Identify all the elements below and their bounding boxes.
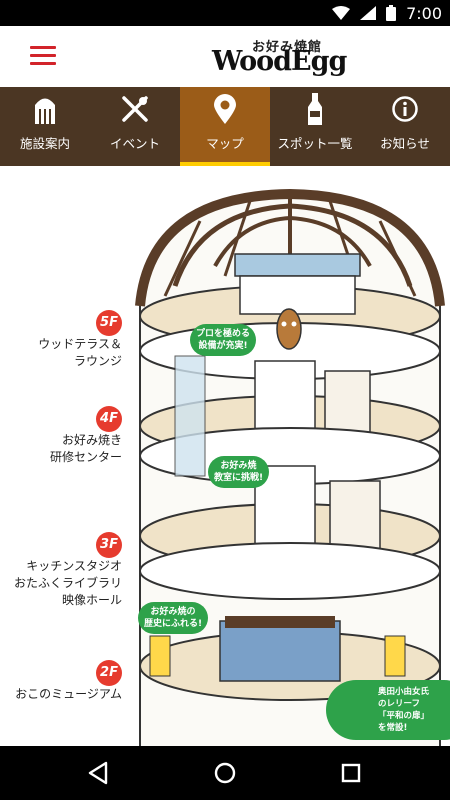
bubble-line: お好み焼 [220, 461, 257, 471]
floor-label-line: キッチンスタジオ [26, 559, 122, 573]
tab-icon-wrap [90, 93, 180, 125]
app-bar: お好み焼館 WoodEgg [0, 26, 450, 87]
back-icon[interactable] [84, 759, 112, 787]
menu-icon-bar [30, 62, 56, 65]
bubble-line: 奥田小由女氏 [378, 687, 430, 697]
tab-icon-wrap [270, 93, 360, 125]
tab-label: スポット一覧 [277, 136, 353, 151]
status-time: 7:00 [406, 3, 442, 23]
speech-bubble: 奥田小由女氏 のレリーフ 「平和の扉」 を常設! [326, 680, 450, 740]
tab-map[interactable]: マップ [180, 87, 270, 166]
bubble-line: 歴史にふれる! [144, 619, 203, 629]
wifi-icon [332, 6, 351, 20]
status-icons: 7:00 [332, 0, 442, 26]
tab-news[interactable]: お知らせ [360, 87, 450, 166]
building-icon [35, 98, 55, 124]
menu-icon-bar [30, 54, 56, 57]
floor-label-line: 映像ホール [61, 593, 122, 607]
home-icon[interactable] [211, 759, 239, 787]
bubble-line: 設備が充実! [198, 341, 248, 351]
floor-label-5f[interactable]: 5F ウッドテラス＆ ラウンジ [10, 310, 122, 370]
floor-label-line: 研修センター [49, 450, 122, 464]
menu-icon [30, 46, 56, 49]
floor-label-line: おこのミュージアム [15, 687, 122, 701]
signal-icon [360, 6, 377, 20]
bubble-line: を常設! [378, 723, 408, 733]
tab-bar: 施設案内 イベント マップ スポット一覧 [0, 87, 450, 166]
tab-event[interactable]: イベント [90, 87, 180, 166]
map-content: 5F ウッドテラス＆ ラウンジ 4F お好み焼き 研修センター 3F キッチンス… [0, 166, 450, 746]
bubble-line: 「平和の扉」 [378, 711, 430, 721]
floor-badge: 2F [96, 660, 122, 686]
info-icon [392, 96, 418, 122]
bottle-icon [308, 93, 322, 125]
status-bar: 7:00 [0, 0, 450, 26]
tab-label: マップ [206, 136, 244, 151]
speech-bubble: プロを極める 設備が充実! [190, 324, 257, 356]
speech-bubble: お好み焼の 歴史にふれる! [138, 602, 209, 634]
tab-spot-list[interactable]: スポット一覧 [270, 87, 360, 166]
floor-label-line: お好み焼き [61, 433, 122, 447]
floor-label-2f[interactable]: 2F おこのミュージアム [10, 660, 122, 703]
system-nav-bar [0, 746, 450, 800]
utensils-icon [122, 96, 148, 122]
battery-icon [386, 5, 397, 21]
bubble-line: 教室に挑戦! [214, 473, 264, 483]
floor-badge: 5F [96, 310, 122, 336]
recents-icon[interactable] [337, 759, 365, 787]
bubble-line: プロを極める [196, 329, 251, 339]
floor-label-4f[interactable]: 4F お好み焼き 研修センター [10, 406, 122, 466]
floor-label-line: ラウンジ [73, 354, 122, 368]
tab-icon-wrap [180, 93, 270, 125]
floor-label-line: ウッドテラス＆ [38, 337, 122, 351]
tab-label: イベント [109, 136, 160, 151]
floor-badge: 3F [96, 532, 122, 558]
tab-label: お知らせ [380, 136, 430, 151]
map-pin-icon [214, 94, 236, 124]
speech-bubble: お好み焼 教室に挑戦! [208, 456, 270, 488]
bubble-line: のレリーフ [378, 699, 420, 709]
tab-label: 施設案内 [19, 136, 70, 151]
tab-icon-wrap [0, 93, 90, 125]
bubble-line: お好み焼の [150, 607, 196, 617]
app-logo: お好み焼館 WoodEgg [212, 34, 347, 82]
tab-facility[interactable]: 施設案内 [0, 87, 90, 166]
floor-badge: 4F [96, 406, 122, 432]
floor-label-3f[interactable]: 3F キッチンスタジオ おたふくライブラリ 映像ホール [10, 532, 122, 609]
floor-label-line: おたふくライブラリ [13, 576, 122, 590]
logo-main: WoodEgg [212, 46, 347, 77]
menu-button[interactable] [30, 46, 56, 66]
tab-icon-wrap [360, 93, 450, 125]
logo-kana: お好み焼館 [252, 40, 323, 55]
